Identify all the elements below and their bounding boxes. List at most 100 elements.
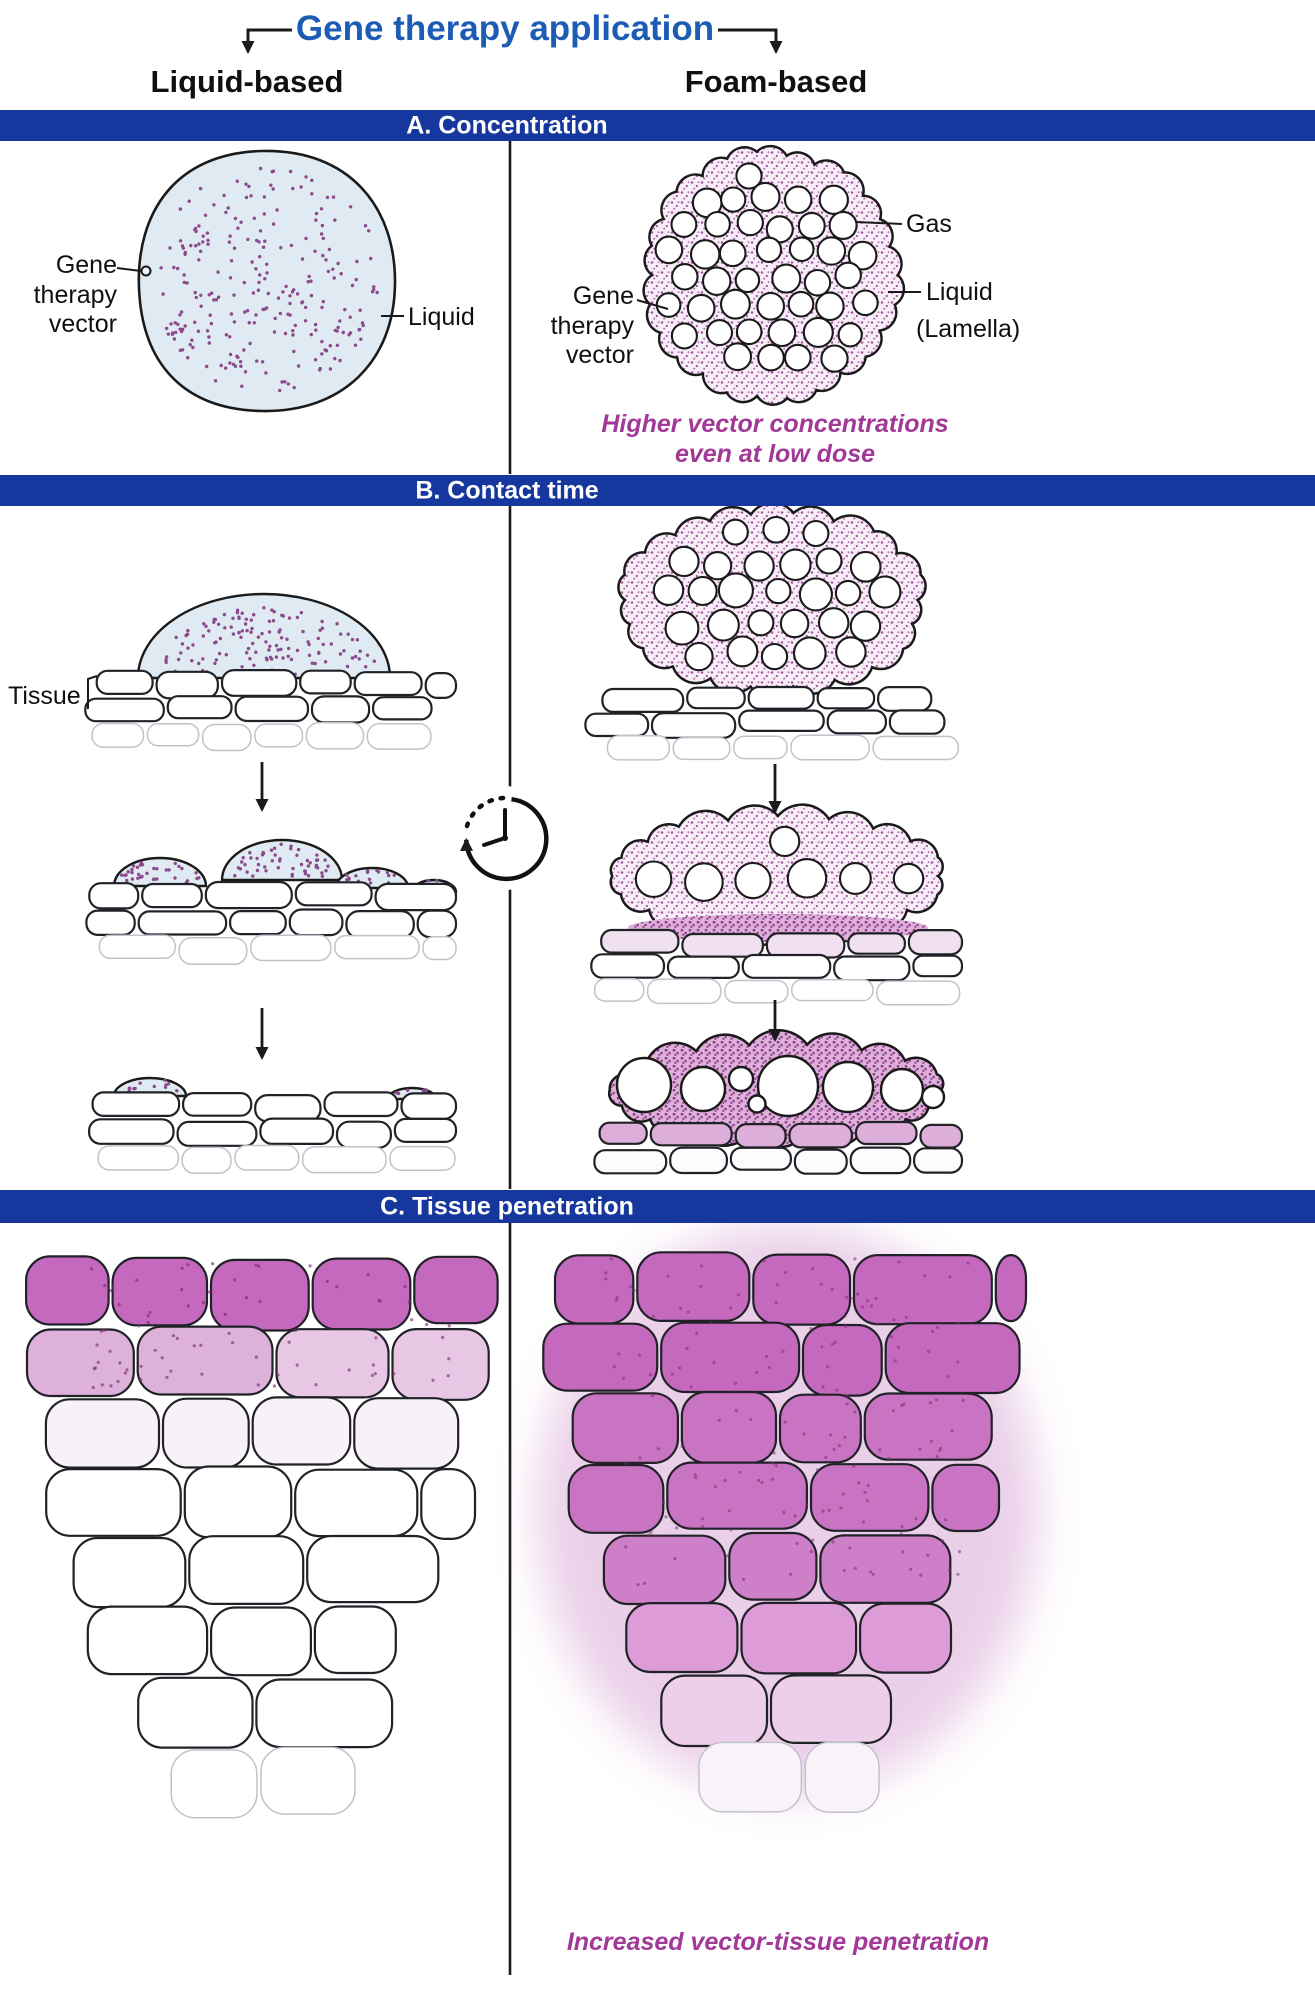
vector-dot: [168, 246, 172, 250]
vector-dot: [300, 257, 305, 261]
vector-dot: [842, 1568, 846, 1573]
vector-dot: [179, 329, 184, 334]
vector-dot: [918, 1447, 922, 1451]
bubble: [747, 609, 775, 637]
vector-dot: [125, 1368, 129, 1372]
vector-dot: [251, 641, 255, 646]
vector-dot: [338, 652, 343, 656]
vector-dot: [231, 632, 236, 636]
vector-dot: [138, 1081, 142, 1085]
vector-dot: [295, 1363, 299, 1367]
bubble: [821, 1060, 875, 1114]
vector-dot: [190, 338, 194, 342]
tissue-cell: [872, 735, 960, 761]
vector-dot: [236, 866, 241, 870]
vector-dot: [232, 246, 237, 250]
vector-dot: [343, 307, 347, 312]
vector-dot: [868, 1570, 873, 1574]
bubble: [727, 1065, 755, 1093]
vector-dot: [333, 218, 337, 222]
vector-dot: [810, 1267, 815, 1271]
vector-dot: [145, 871, 149, 875]
vector-dot: [347, 1368, 351, 1372]
vector-dot: [240, 384, 244, 388]
vector-dot: [152, 866, 156, 871]
droplet-body: [136, 592, 392, 680]
vector-dot: [240, 860, 244, 864]
vector-dot: [341, 330, 345, 335]
vector-dot: [373, 1372, 377, 1376]
tissue-cell: [424, 671, 458, 699]
bubble: [717, 572, 754, 609]
tissue-cell: [601, 687, 685, 713]
vector-dot: [662, 1500, 666, 1504]
vector-dot: [213, 379, 218, 383]
vector-dot: [935, 1455, 939, 1459]
vector-dot: [180, 244, 185, 248]
clock-center: [502, 835, 508, 841]
vector-dot: [366, 1272, 370, 1277]
vector-dot: [695, 1331, 699, 1335]
vector-dot: [90, 1267, 94, 1271]
tissue-cell: [931, 1463, 1001, 1533]
vector-dot: [332, 276, 336, 280]
vector-dot: [878, 1448, 882, 1452]
vector-dot: [242, 280, 246, 285]
vector-dot: [700, 1264, 704, 1268]
vector-dot: [331, 267, 335, 271]
tissue-cell: [734, 1122, 787, 1149]
vector-dot: [201, 657, 205, 661]
vector-dot: [299, 862, 304, 867]
vector-dot: [137, 1324, 141, 1328]
vector-dot: [176, 322, 180, 326]
vector-dot: [233, 1278, 237, 1282]
vector-dot: [189, 243, 193, 248]
vector-dot: [370, 1373, 374, 1377]
bubble: [655, 292, 682, 318]
vector-dot: [171, 1334, 176, 1338]
tissue-cell: [234, 1144, 300, 1171]
vector-dot: [638, 1456, 642, 1460]
tissue-cell: [747, 685, 815, 710]
vector-dot: [348, 315, 352, 319]
vector-dot: [187, 199, 191, 203]
tissue-cell: [372, 696, 433, 721]
bubble: [756, 1054, 820, 1118]
clock-sweep-arrow: [460, 796, 549, 882]
vector-dot: [251, 291, 256, 295]
vector-dot: [108, 1349, 112, 1353]
vector-dot: [258, 255, 262, 259]
vector-dot: [310, 192, 314, 196]
vector-dot: [767, 1365, 772, 1370]
bubble: [803, 268, 832, 297]
banner-a: A. Concentration: [0, 110, 1315, 141]
vector-dot: [335, 343, 340, 347]
vector-dot: [201, 1301, 205, 1305]
vector-dot: [755, 1370, 759, 1375]
vector-dot: [372, 659, 376, 663]
vector-dot: [194, 244, 198, 248]
bubble: [838, 862, 872, 895]
vector-dot: [320, 871, 324, 875]
liquid-on-tissue-step2: [85, 838, 458, 966]
tissue-cell: [553, 1254, 635, 1325]
vector-dot: [764, 1354, 769, 1358]
vector-dot: [155, 867, 159, 871]
vector-dot: [173, 876, 177, 880]
tissue-cell: [413, 1255, 499, 1325]
vector-dot: [791, 1381, 795, 1385]
vector-dot: [139, 1364, 143, 1368]
vector-dot: [299, 611, 304, 615]
vector-dot: [254, 267, 258, 271]
vector-dot: [887, 1457, 891, 1461]
tissue-cell: [97, 1145, 180, 1171]
vector-dot: [871, 1572, 875, 1576]
vector-dot: [358, 308, 362, 312]
tissue-cell: [590, 953, 666, 979]
vector-dot: [140, 863, 145, 867]
vector-dot: [214, 658, 218, 662]
vector-dot: [821, 1509, 825, 1513]
vector-dot: [350, 637, 355, 642]
vector-dot: [604, 1277, 608, 1281]
